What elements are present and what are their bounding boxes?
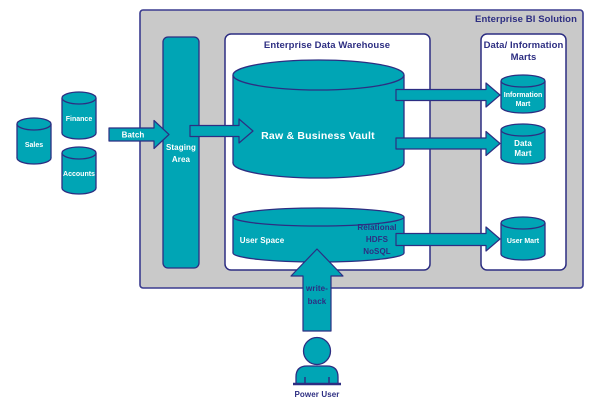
power-user-body (295, 365, 339, 385)
staging-area-bar (162, 36, 200, 269)
tech-label-hdfs: HDFS (366, 235, 389, 244)
sales-source-cylinder: Sales (16, 117, 52, 165)
tech-label-nosql: NoSQL (363, 247, 391, 256)
user-mart-top (500, 216, 546, 230)
staging-area-label-line2: Area (172, 155, 191, 164)
write-back-label-line2: back (308, 297, 327, 306)
data-mart-label-line1: Data (514, 139, 532, 148)
power-user-figure: Power User (293, 336, 341, 399)
power-user-head (302, 336, 332, 366)
write-back-arrow (290, 248, 344, 332)
marts-title-line1: Data/ Information (484, 40, 564, 51)
write-back-label-line1: write- (305, 284, 328, 293)
marts-title-line2: Marts (511, 52, 537, 63)
solution-title: Enterprise BI Solution (475, 14, 577, 25)
edw-title: Enterprise Data Warehouse (264, 40, 390, 51)
information-mart-label-line2: Mart (516, 101, 531, 108)
accounts-cylinder-top (61, 146, 97, 160)
vault-to-data-mart-arrow (395, 130, 501, 157)
data-mart-top (500, 123, 546, 137)
user-mart-cylinder: User Mart (500, 216, 546, 261)
user-mart-label: User Mart (507, 238, 540, 245)
user-space-label: User Space (240, 236, 285, 245)
batch-arrow-label: Batch (122, 131, 145, 140)
staging-to-vault-arrow (189, 118, 254, 144)
batch-arrow (108, 119, 170, 150)
finance-cylinder-top (61, 91, 97, 105)
power-user-label: Power User (294, 390, 339, 399)
accounts-source-cylinder: Accounts (61, 146, 97, 195)
information-mart-cylinder: Information Mart (500, 74, 546, 114)
accounts-label: Accounts (63, 171, 95, 178)
finance-label: Finance (66, 116, 93, 123)
staging-area-label-line1: Staging (166, 143, 196, 152)
finance-source-cylinder: Finance (61, 91, 97, 140)
user-space-to-user-mart-arrow (395, 226, 501, 252)
vault-to-information-mart-arrow (395, 82, 501, 108)
tech-label-relational: Relational (357, 223, 396, 232)
data-mart-cylinder: Data Mart (500, 123, 546, 165)
information-mart-top (500, 74, 546, 88)
raw-business-vault-cylinder: Raw & Business Vault (232, 59, 405, 179)
vault-cylinder-top (232, 59, 405, 91)
data-mart-label-line2: Mart (514, 149, 532, 158)
information-mart-label-line1: Information (504, 92, 543, 99)
user-space-cylinder-top (232, 207, 405, 227)
user-space-cylinder: User Space Relational HDFS NoSQL (232, 207, 405, 263)
sales-cylinder-top (16, 117, 52, 131)
sales-label: Sales (25, 142, 43, 149)
vault-label: Raw & Business Vault (261, 130, 375, 142)
